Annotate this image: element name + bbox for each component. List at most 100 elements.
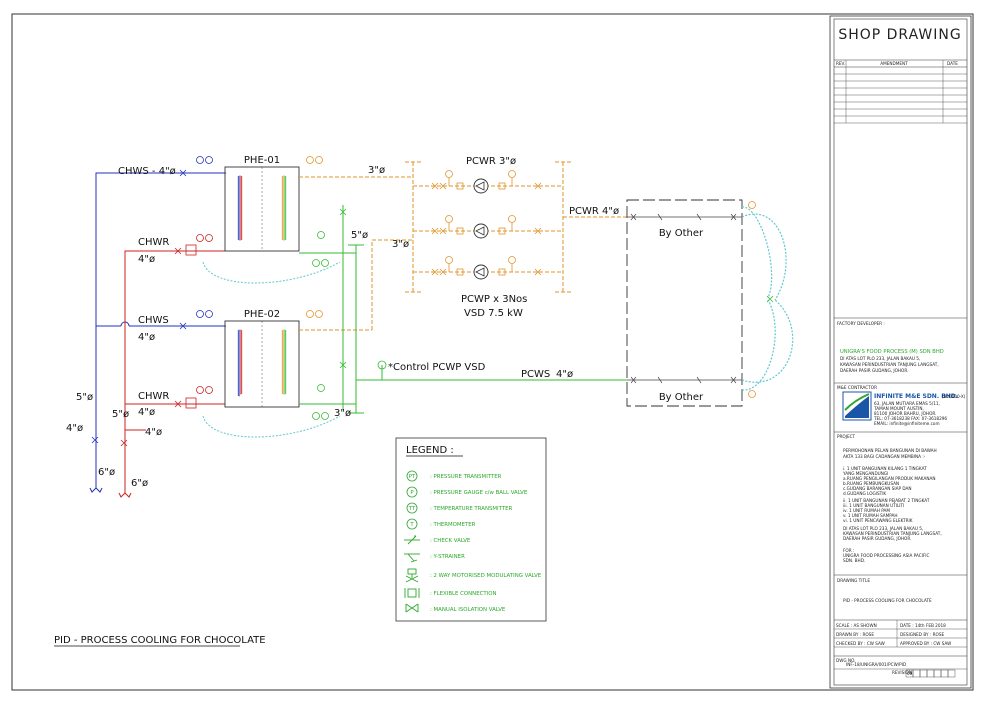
chwr-1-size: 4"ø (138, 254, 155, 265)
pump-1 (473, 178, 489, 194)
legend-item-t: T : THERMOMETER (406, 518, 476, 530)
pcws-label: PCWS (521, 369, 550, 380)
project-description: PERMOHONAN PELAN BANGUNAN DI BAWAH AKTA … (842, 448, 942, 563)
svg-text:vi. 1 UNIT PENCAWANG ELEKTRIK: vi. 1 UNIT PENCAWANG ELEKTRIK (843, 518, 913, 523)
drawn-by: DRAWN BY : ROSE (836, 632, 874, 637)
svg-text:iv. 1 UNIT RUMAH PAM: iv. 1 UNIT RUMAH PAM (843, 508, 890, 513)
chwr-1-label: CHWR (138, 237, 169, 248)
svg-text:FOR :: FOR : (843, 548, 854, 553)
svg-text:ii. 1 UNIT BANGUNAN PEJABAT 2: ii. 1 UNIT BANGUNAN PEJABAT 2 TINGKAT (843, 498, 930, 503)
svg-text:63, JALAN MUTIARA EMAS 5/11,: 63, JALAN MUTIARA EMAS 5/11, (874, 401, 940, 406)
svg-text:: PRESSURE GAUGE c/w BALL VALV: : PRESSURE GAUGE c/w BALL VALVE (430, 490, 528, 496)
svg-text:: TEMPERATURE TRANSMITTER: : TEMPERATURE TRANSMITTER (430, 506, 513, 512)
revision-boxes (905, 669, 956, 678)
check-valve-icon (404, 535, 420, 545)
svg-text:DI ATAS LOT PLO 233, JALAN BAK: DI ATAS LOT PLO 233, JALAN BAKAU 5, (840, 356, 920, 361)
left-size-6b: 6"ø (131, 478, 148, 489)
svg-text:SDN. BHD.: SDN. BHD. (843, 558, 865, 563)
phe-01-label: PHE-01 (244, 155, 280, 166)
svg-text:c.GUDANG BARANGAN SIAP DAN: c.GUDANG BARANGAN SIAP DAN (843, 486, 911, 491)
contractor-address: 63, JALAN MUTIARA EMAS 5/11, TAMAN MOUNT… (873, 401, 947, 426)
drawing-title-label: DRAWING TITLE (837, 578, 870, 583)
legend-item-flexible-connection: : FLEXIBLE CONNECTION (404, 588, 497, 598)
pump-2 (473, 223, 489, 239)
right-flex-loop (741, 206, 794, 391)
pump-3 (473, 264, 489, 280)
revision-table: REV. AMENDMENT DATE (834, 60, 967, 124)
chwr-2-size: 4"ø (138, 407, 155, 418)
svg-text:PERMOHONAN PELAN BANGUNAN DI B: PERMOHONAN PELAN BANGUNAN DI BAWAH (843, 448, 937, 453)
left-size-4b: 4"ø (145, 427, 162, 438)
dwg-no: INF-18/UNIGRA/001/PCW/PID (846, 662, 906, 667)
instrument-tags (91, 156, 387, 447)
legend: LEGEND : PT : PRESSURE TRANSMITTER P : P… (395, 437, 547, 622)
pid-diagram: PHE-01 PHE-02 (54, 155, 794, 647)
svg-text:81100 JOHOR BAHRU, JOHOR.: 81100 JOHOR BAHRU, JOHOR. (874, 411, 936, 416)
left-size-6a: 6"ø (98, 467, 115, 478)
svg-text:EMAIL: infinite@infiniteme.com: EMAIL: infinite@infiniteme.com (874, 421, 940, 426)
svg-text:TEL: 07-3618238 FAX: 07-3618: TEL: 07-3618238 FAX: 07-3618296 (873, 416, 947, 421)
project-label: PROJECT (837, 434, 856, 439)
legend-item-isolation-valve: : MANUAL ISOLATION VALVE (405, 603, 506, 613)
svg-text:iii. 1 UNIT BANGUNAN UTILITI: iii. 1 UNIT BANGUNAN UTILITI (843, 503, 904, 508)
by-other-box (626, 199, 743, 407)
revision-value: 00 (907, 671, 913, 676)
by-other-label-1: By Other (659, 228, 704, 239)
pump-caption: PCWP x 3Nos (461, 294, 527, 305)
developer-address: DI ATAS LOT PLO 233, JALAN BAKAU 5, KAWA… (840, 356, 939, 373)
svg-text:b.RUANG PEMBUNGKUSAN: b.RUANG PEMBUNGKUSAN (843, 481, 899, 486)
svg-text:DAERAH PASIR GUDANG, JOHOR.: DAERAH PASIR GUDANG, JOHOR. (843, 536, 911, 541)
left-size-4a: 4"ø (66, 423, 83, 434)
legend-item-check-valve: : CHECK VALVE (404, 535, 471, 545)
svg-text:UNIGRA FOOD PROCESSING ASIA PA: UNIGRA FOOD PROCESSING ASIA PACIFIC (843, 553, 930, 558)
developer-name: UNIGRA'S FOOD PROCESS (M) SDN BHD (840, 349, 944, 355)
designed-by: DESIGNED BY : ROSE (900, 632, 944, 637)
checked-by: CHECKED BY : CW SAW (836, 641, 885, 646)
title-block-heading: SHOP DRAWING (838, 27, 961, 43)
svg-text:: CHECK VALVE: : CHECK VALVE (430, 538, 471, 544)
svg-text:KAWASAN PERINDUSTRIAN TANJUNG: KAWASAN PERINDUSTRIAN TANJUNG LANGSAT, (843, 531, 942, 536)
chwr-2-label: CHWR (138, 391, 169, 402)
svg-text:P: P (410, 490, 414, 496)
left-size-5a: 5"ø (76, 392, 93, 403)
svg-text:DAERAH PASIR GUDANG, JOHOR.: DAERAH PASIR GUDANG, JOHOR. (840, 368, 908, 373)
isolation-valve-icon (405, 603, 419, 613)
svg-text:AKTA 133 BAGI CADANGAN MEMBINA: AKTA 133 BAGI CADANGAN MEMBINA :- (843, 454, 926, 459)
svg-text:DI ATAS LOT PLO 233, JALAN BAK: DI ATAS LOT PLO 233, JALAN BAKAU 5, (843, 526, 923, 531)
size-3c: 3"ø (334, 408, 351, 419)
phe-01 (224, 166, 300, 252)
factory-developer-label: FACTORY DEVELOPER : (837, 321, 885, 326)
svg-text:PT: PT (409, 474, 416, 480)
revision-label: REVISION (892, 670, 912, 675)
pump-vsd: VSD 7.5 kW (464, 308, 523, 319)
right-gauges (748, 201, 774, 398)
pcws-size: 4"ø (556, 369, 573, 380)
by-other-label-2: By Other (659, 392, 704, 403)
pcwr-main-label: PCWR 4"ø (569, 206, 619, 217)
by-other-internal (627, 213, 742, 384)
mne-contractor-label: M&E CONTRACTOR (837, 385, 877, 390)
rev-col: REV. (836, 61, 845, 66)
svg-text:TT: TT (408, 506, 416, 512)
legend-item-motorised-valve: : 2 WAY MOTORISED MODULATING VALVE (405, 568, 542, 583)
size-5: 5"ø (351, 230, 368, 241)
svg-text:a.RUANG PENGILANGAN PRODUK MAK: a.RUANG PENGILANGAN PRODUK MAKANAN (843, 476, 935, 481)
contractor-name: INFINITE M&E SDN. BHD. (874, 393, 958, 400)
svg-text:: FLEXIBLE CONNECTION: : FLEXIBLE CONNECTION (430, 591, 497, 597)
chwr-piping (118, 250, 225, 498)
svg-text:: 2 WAY MOTORISED MODULATING V: : 2 WAY MOTORISED MODULATING VALVE (430, 573, 542, 579)
svg-text:TAMAN MOUNT AUSTIN,: TAMAN MOUNT AUSTIN, (873, 406, 924, 411)
pump-line-fittings (431, 170, 542, 276)
svg-text:: Y-STRAINER: : Y-STRAINER (430, 554, 465, 560)
control-note: *Control PCWP VSD (388, 362, 486, 373)
drawing-title: PID - PROCESS COOLING FOR CHOCOLATE (843, 598, 932, 603)
flex-loop-1 (202, 261, 341, 284)
svg-text:YANG MENGANDUNGI: YANG MENGANDUNGI (842, 471, 888, 476)
svg-text:T: T (409, 522, 414, 528)
legend-title: LEGEND : (406, 445, 454, 456)
flex-loop-2 (202, 415, 341, 438)
dwg-no-label: DWG NO. (836, 658, 856, 663)
chws-piping (89, 172, 226, 493)
legend-item-p: P : PRESSURE GAUGE c/w BALL VALVE (406, 486, 528, 498)
svg-text:: MANUAL ISOLATION VALVE: : MANUAL ISOLATION VALVE (430, 607, 506, 613)
